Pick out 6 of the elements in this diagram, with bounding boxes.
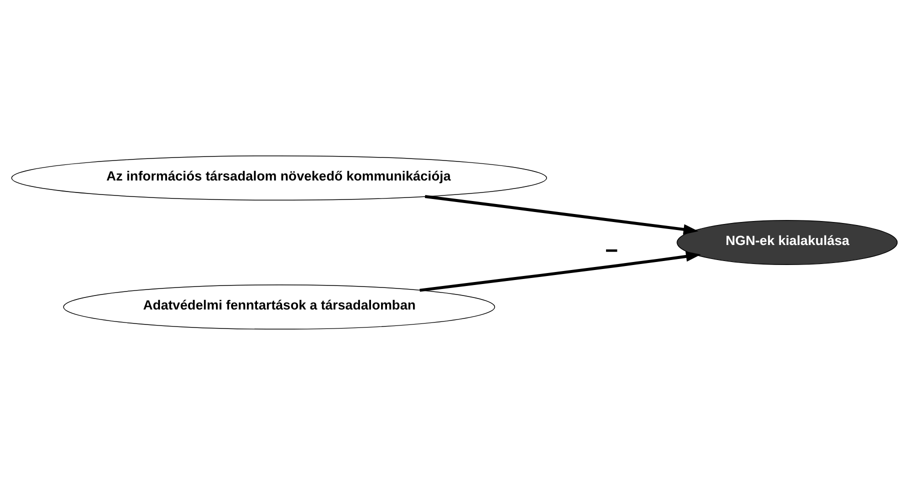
node-ellipse: Adatvédelmi fenntartások a társadalomban [63,284,496,330]
arrow [420,250,701,292]
node-ellipse: NGN-ek kialakulása [676,219,898,265]
edge-label: − [605,238,618,263]
node-ellipse: Az információs társadalom növekedő kommunikációja [11,154,547,200]
arrow [424,194,698,234]
